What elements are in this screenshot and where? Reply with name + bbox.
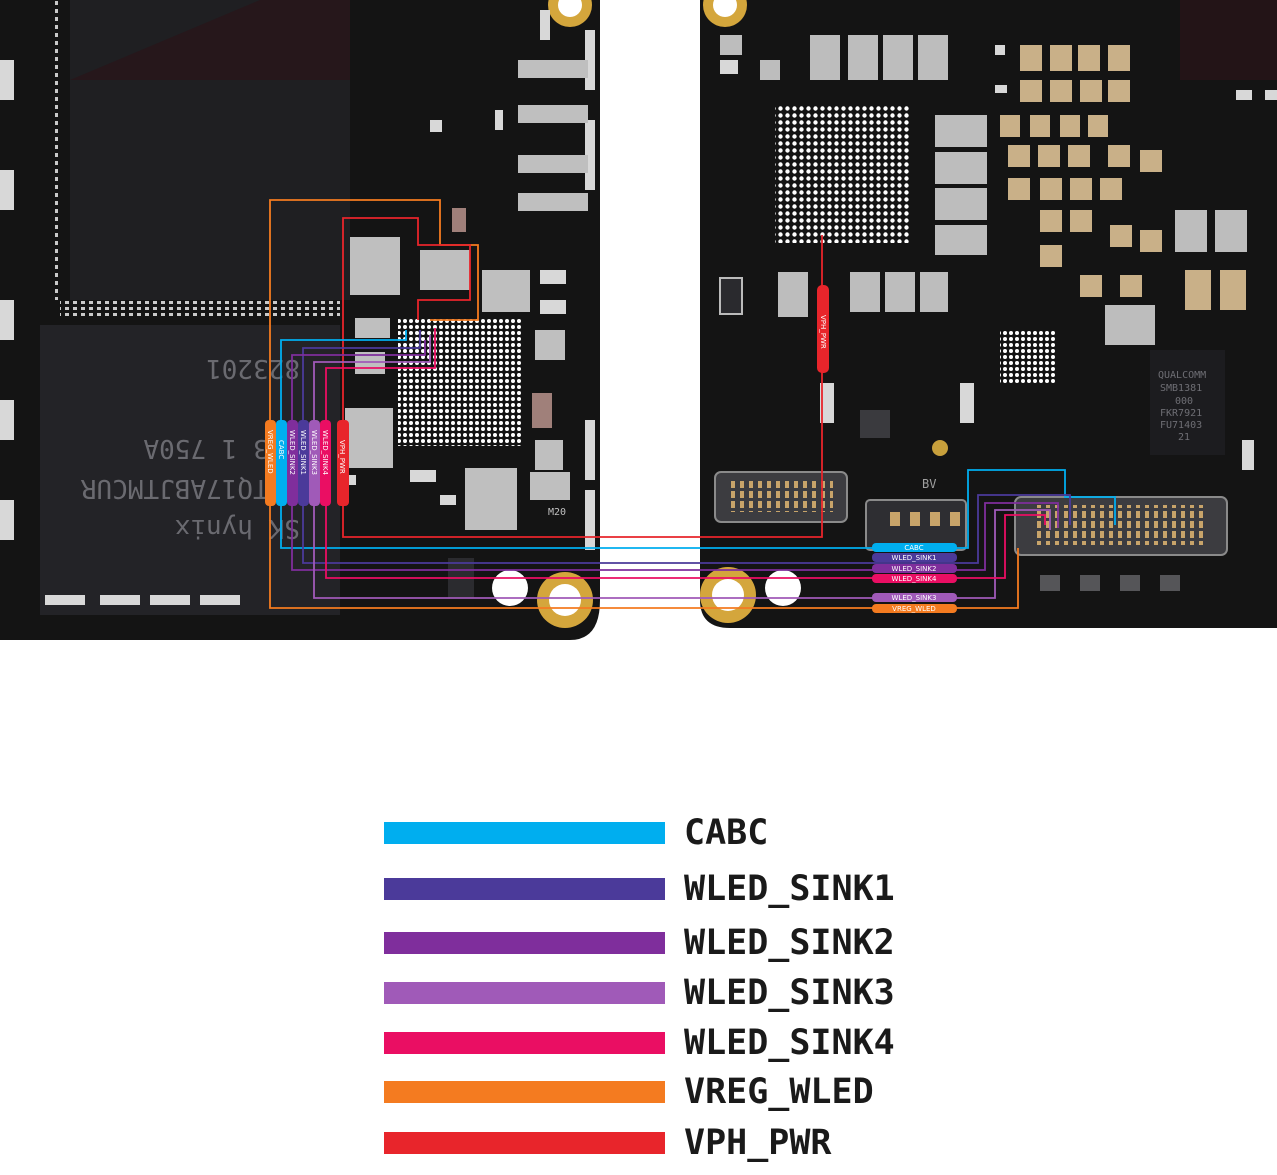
svg-text:VPH_PWR: VPH_PWR [819,315,827,349]
legend-item-wled-sink2: WLED_SINK2 [384,922,944,963]
svg-text:WLED_SINK4: WLED_SINK4 [892,575,937,583]
svg-text:VREG_WLED: VREG_WLED [266,430,274,474]
legend-swatch [384,878,665,900]
legend-swatch [384,1081,665,1103]
legend-swatch [384,1032,665,1054]
legend-item-cabc: CABC [384,812,944,853]
svg-text:SK hynix: SK hynix [175,513,300,543]
legend-item-wled-sink3: WLED_SINK3 [384,972,944,1013]
svg-text:WLED_SINK3: WLED_SINK3 [310,430,318,475]
svg-text:VPH_PWR: VPH_PWR [338,440,346,474]
pcb-diagram: SK hynix H9TQ17ABJTMCUR AQ3 1 750A 82320… [0,0,1277,640]
svg-text:WLED_SINK4: WLED_SINK4 [321,430,329,475]
svg-text:FU71403: FU71403 [1160,420,1202,431]
svg-text:WLED_SINK3: WLED_SINK3 [892,594,937,602]
svg-text:WLED_SINK2: WLED_SINK2 [892,565,937,573]
legend-item-vreg-wled: VREG_WLED [384,1071,944,1112]
svg-text:SMB1381: SMB1381 [1160,383,1202,394]
svg-text:CABC: CABC [904,544,923,552]
left-board: SK hynix H9TQ17ABJTMCUR AQ3 1 750A 82320… [0,0,600,640]
legend-item-vph-pwr: VPH_PWR [384,1122,944,1163]
svg-text:WLED_SINK2: WLED_SINK2 [288,430,296,475]
legend-swatch [384,822,665,844]
legend-label: WLED_SINK1 [684,869,895,909]
traces [269,199,1116,609]
memory-chip-marking: SK hynix H9TQ17ABJTMCUR AQ3 1 750A 82320… [81,353,300,543]
legend-label: WLED_SINK4 [684,1023,895,1063]
legend-label: VPH_PWR [684,1123,832,1163]
vph-pwr-pill: VPH_PWR [817,285,829,373]
soc-bga-right [775,105,910,243]
battery-mark: BV [922,477,936,491]
legend-item-wled-sink4: WLED_SINK4 [384,1022,944,1063]
svg-text:QUALCOMM: QUALCOMM [1158,370,1206,381]
svg-text:VREG_WLED: VREG_WLED [892,605,936,613]
legend-swatch [384,932,665,954]
svg-text:21: 21 [1178,432,1190,443]
legend-label: WLED_SINK2 [684,923,895,963]
svg-text:H9TQ17ABJTMCUR: H9TQ17ABJTMCUR [81,473,300,503]
svg-text:823201: 823201 [206,353,300,383]
chip-mark: M20 [548,507,566,518]
right-board: QUALCOMM SMB1381 000 FKR7921 FU71403 21 … [700,0,1277,628]
pmic-bga-left [398,318,522,446]
legend-swatch [384,982,665,1004]
legend-label: WLED_SINK3 [684,973,895,1013]
left-net-labels: VREG_WLED CABC WLED_SINK2 WLED_SINK1 WLE… [265,420,349,506]
legend-label: CABC [684,813,769,853]
svg-text:FKR7921: FKR7921 [1160,408,1202,419]
legend-item-wled-sink1: WLED_SINK1 [384,868,944,909]
legend-label: VREG_WLED [684,1072,874,1112]
qualcomm-pmic: QUALCOMM SMB1381 000 FKR7921 FU71403 21 [1150,350,1225,455]
svg-text:WLED_SINK1: WLED_SINK1 [892,554,937,562]
right-net-labels: CABC WLED_SINK1 WLED_SINK2 WLED_SINK4 WL… [872,543,957,613]
legend-swatch [384,1132,665,1154]
svg-text:WLED_SINK1: WLED_SINK1 [299,430,307,475]
svg-text:000: 000 [1175,396,1193,407]
svg-text:CABC: CABC [277,440,285,459]
